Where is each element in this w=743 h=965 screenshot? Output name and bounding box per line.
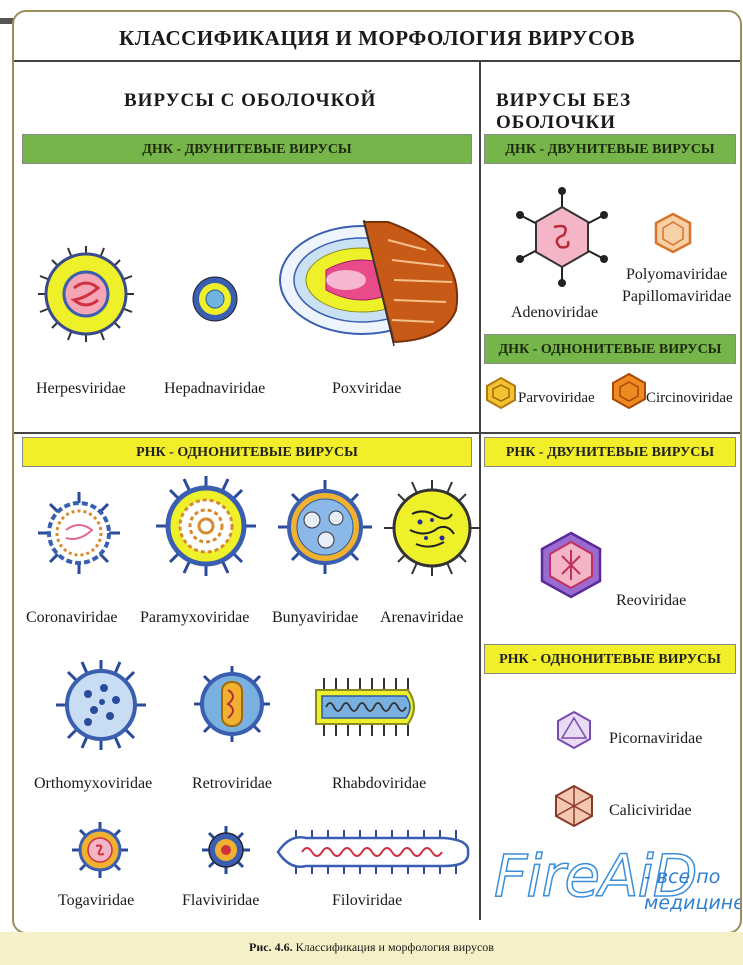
togaviridae-icon (70, 820, 130, 880)
parvoviridae-label: Parvoviridae (518, 390, 595, 407)
filoviridae-icon (272, 826, 476, 878)
retroviridae-icon (192, 664, 272, 744)
caliciviridae-icon (552, 784, 596, 828)
circinoviridae-icon (610, 372, 648, 410)
paramyxoviridae-label: Paramyxoviridae (140, 609, 249, 627)
env-ssrna-band: РНК - ОДНОНИТЕВЫЕ ВИРУСЫ (22, 437, 472, 467)
retroviridae-label: Retroviridae (192, 775, 272, 793)
bunyaviridae-icon (276, 478, 374, 576)
paramyxoviridae-icon (154, 474, 258, 578)
herpesviridae-label: Herpesviridae (36, 380, 126, 398)
orthomyxoviridae-icon (54, 658, 148, 752)
bunyaviridae-label: Bunyaviridae (272, 609, 358, 627)
title-divider (14, 60, 740, 62)
coronaviridae-label: Coronaviridae (26, 609, 118, 627)
noenv-ssdna-band: ДНК - ОДНОНИТЕВЫЕ ВИРУСЫ (484, 334, 736, 364)
flaviviridae-icon (200, 824, 252, 876)
watermark-tagline: - все по медицине. (644, 864, 742, 916)
arenaviridae-icon (382, 478, 482, 578)
figure-number: Рис. 4.6. (249, 940, 293, 954)
polyomaviridae-icon (652, 212, 694, 254)
coronaviridae-icon (36, 490, 122, 576)
diagram-frame: КЛАССИФИКАЦИЯ И МОРФОЛОГИЯ ВИРУСОВ ВИРУС… (12, 10, 742, 934)
adenoviridae-label: Adenoviridae (511, 304, 598, 322)
left-row-divider (14, 432, 479, 434)
caliciviridae-label: Caliciviridae (609, 802, 692, 820)
enveloped-heading: ВИРУСЫ С ОБОЛОЧКОЙ (124, 90, 376, 112)
togaviridae-label: Togaviridae (58, 892, 134, 910)
env-dsdna-band: ДНК - ДВУНИТЕВЫЕ ВИРУСЫ (22, 134, 472, 164)
polyomaviridae-label: Polyomaviridae (626, 266, 727, 284)
filoviridae-label: Filoviridae (332, 892, 402, 910)
non-enveloped-heading: ВИРУСЫ БЕЗ ОБОЛОЧКИ (496, 90, 740, 134)
adenoviridae-icon (512, 187, 612, 287)
noenv-dsrna-band: РНК - ДВУНИТЕВЫЕ ВИРУСЫ (484, 437, 736, 467)
herpesviridae-icon (36, 244, 136, 344)
right-row-divider (479, 432, 740, 434)
picornaviridae-icon (554, 710, 594, 750)
reoviridae-icon (536, 530, 606, 600)
figure-caption: Рис. 4.6. Классификация и морфология вир… (0, 932, 743, 965)
arenaviridae-label: Arenaviridae (380, 609, 464, 627)
picornaviridae-label: Picornaviridae (609, 730, 702, 748)
reoviridae-label: Reoviridae (616, 592, 686, 610)
parvoviridae-icon (484, 376, 518, 410)
circinoviridae-label: Circinoviridae (646, 390, 733, 407)
diagram-title: КЛАССИФИКАЦИЯ И МОРФОЛОГИЯ ВИРУСОВ (14, 26, 740, 51)
orthomyxoviridae-label: Orthomyxoviridae (34, 775, 152, 793)
poxviridae-label: Poxviridae (332, 380, 401, 398)
figure-caption-text: Классификация и морфология вирусов (296, 940, 494, 954)
rhabdoviridae-label: Rhabdoviridae (332, 775, 426, 793)
noenv-ssrna-band: РНК - ОДНОНИТЕВЫЕ ВИРУСЫ (484, 644, 736, 674)
rhabdoviridae-icon (312, 674, 424, 740)
noenv-dsdna-band: ДНК - ДВУНИТЕВЫЕ ВИРУСЫ (484, 134, 736, 164)
hepadnaviridae-icon (190, 274, 240, 324)
flaviviridae-label: Flaviviridae (182, 892, 259, 910)
fireaid-watermark: FireAiD - все по медицине. (494, 842, 742, 934)
poxviridae-icon (276, 210, 476, 350)
papillomaviridae-label: Papillomaviridae (622, 288, 731, 306)
hepadnaviridae-label: Hepadnaviridae (164, 380, 265, 398)
